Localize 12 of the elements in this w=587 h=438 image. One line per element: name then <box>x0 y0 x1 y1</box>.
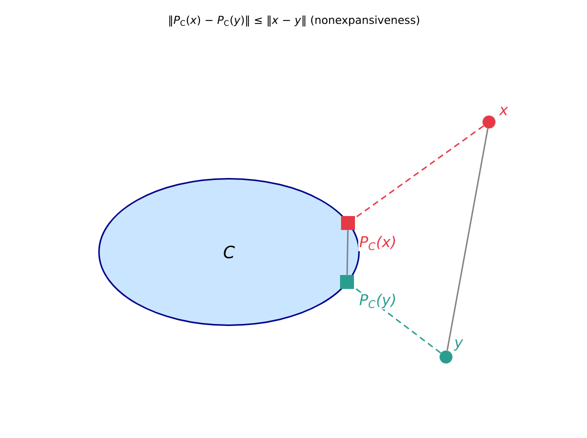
connector-line <box>354 125 484 218</box>
point-marker <box>440 350 452 364</box>
point-label: x <box>498 106 510 116</box>
projection-marker <box>340 275 354 289</box>
title: ‖P$_{C}$(x) − P$_{C}$(y)‖ ≤ ‖x − y‖ (nonexpansiveness) <box>169 16 420 26</box>
connector-line <box>346 230 349 275</box>
point-label: y <box>453 338 464 352</box>
point-marker <box>482 116 496 128</box>
connector-line <box>446 128 488 351</box>
point-label: P$_{C}$(x) <box>358 234 398 252</box>
projection-marker <box>341 216 355 230</box>
point-label: P$_{C}$(y) <box>358 292 398 310</box>
